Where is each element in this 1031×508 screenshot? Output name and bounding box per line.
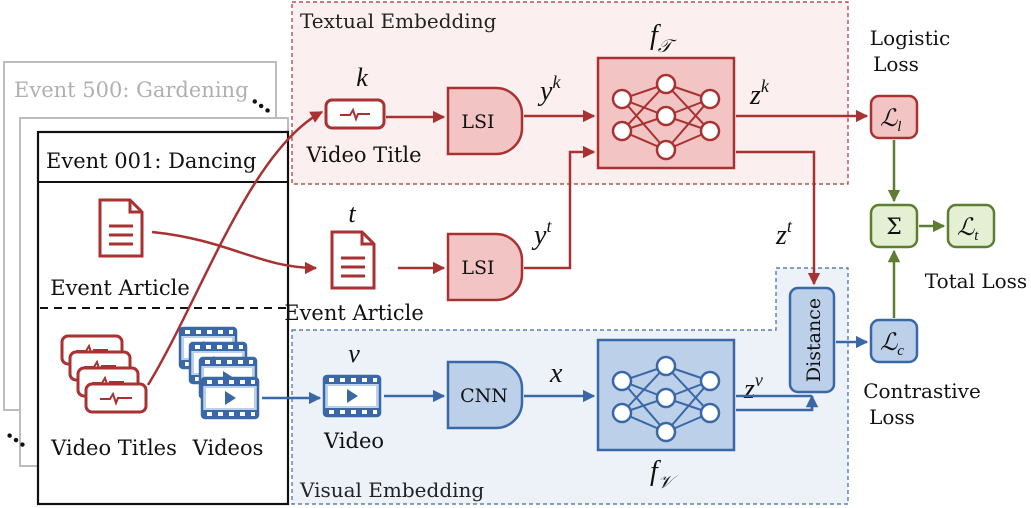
- distance-block: Distance: [788, 286, 836, 394]
- red-arrows: [146, 109, 869, 386]
- event-article-label: Event Article: [50, 276, 190, 300]
- event-front-title: Event 001: Dancing: [46, 149, 256, 173]
- zk-label: zk: [749, 76, 770, 111]
- input-event-article: t Event Article: [284, 199, 424, 325]
- textual-embedding-title: Textual Embedding: [300, 9, 497, 33]
- k-symbol: k: [356, 63, 368, 92]
- arrow-titles-to-video-title: [146, 110, 324, 386]
- visual-embedding-title: Visual Embedding: [299, 478, 484, 502]
- lsi-bottom-label: LSI: [461, 257, 494, 279]
- yt-label: yt: [531, 216, 552, 251]
- videos-label: Videos: [192, 436, 264, 460]
- contrastive-loss-node: ℒc: [869, 318, 919, 364]
- textual-network: [596, 56, 736, 170]
- video-input-label: Video: [323, 429, 384, 453]
- contrastive-label-1: Contrastive: [863, 379, 981, 403]
- event-card-front: [36, 130, 290, 506]
- green-arrows: [887, 140, 946, 318]
- logistic-label-2: Loss: [873, 52, 919, 76]
- sum-symbol: Σ: [886, 215, 902, 240]
- lsi-top-label: LSI: [461, 111, 494, 133]
- event-article-input-label: Event Article: [284, 301, 424, 325]
- logistic-loss-node: ℒl: [869, 94, 919, 140]
- sum-node: Σ: [869, 203, 919, 249]
- event-stack: Event 500: Gardening Event 001: Dancing …: [2, 61, 290, 506]
- contrastive-loss-symbol: ℒc: [880, 330, 904, 359]
- blue-arrows: [262, 335, 869, 412]
- arrow-ft-to-distance: [736, 150, 821, 286]
- lsi-block-bottom: LSI: [446, 232, 524, 302]
- t-symbol: t: [348, 199, 356, 228]
- video-title-label: Video Title: [305, 143, 421, 167]
- video-titles-label: Video Titles: [50, 436, 177, 460]
- event-back-title: Event 500: Gardening: [14, 78, 249, 102]
- arrow-lsi2-to-ft: [524, 145, 596, 270]
- zt-label: zt: [775, 216, 793, 251]
- cnn-block: CNN: [446, 360, 524, 430]
- event-article-icon: [98, 198, 144, 258]
- logistic-loss-symbol: ℒl: [880, 106, 901, 135]
- contrastive-label-2: Loss: [869, 405, 915, 429]
- lsi-block-top: LSI: [446, 86, 524, 156]
- x-label: x: [549, 358, 563, 389]
- input-video: v Video: [322, 339, 384, 453]
- distance-label: Distance: [803, 298, 825, 382]
- visual-network: [596, 338, 736, 452]
- input-video-title: k Video Title: [305, 63, 421, 167]
- arrow-article-to-event-article: [151, 230, 318, 275]
- total-loss-symbol: ℒt: [957, 215, 979, 244]
- logistic-label-1: Logistic: [870, 26, 950, 50]
- v-symbol: v: [348, 339, 360, 368]
- total-loss-node: ℒt: [946, 203, 996, 249]
- total-loss-label: Total Loss: [925, 269, 1027, 293]
- cnn-label: CNN: [460, 385, 508, 407]
- yk-label: yk: [537, 72, 561, 107]
- arrow-fv-to-distance: [736, 394, 819, 412]
